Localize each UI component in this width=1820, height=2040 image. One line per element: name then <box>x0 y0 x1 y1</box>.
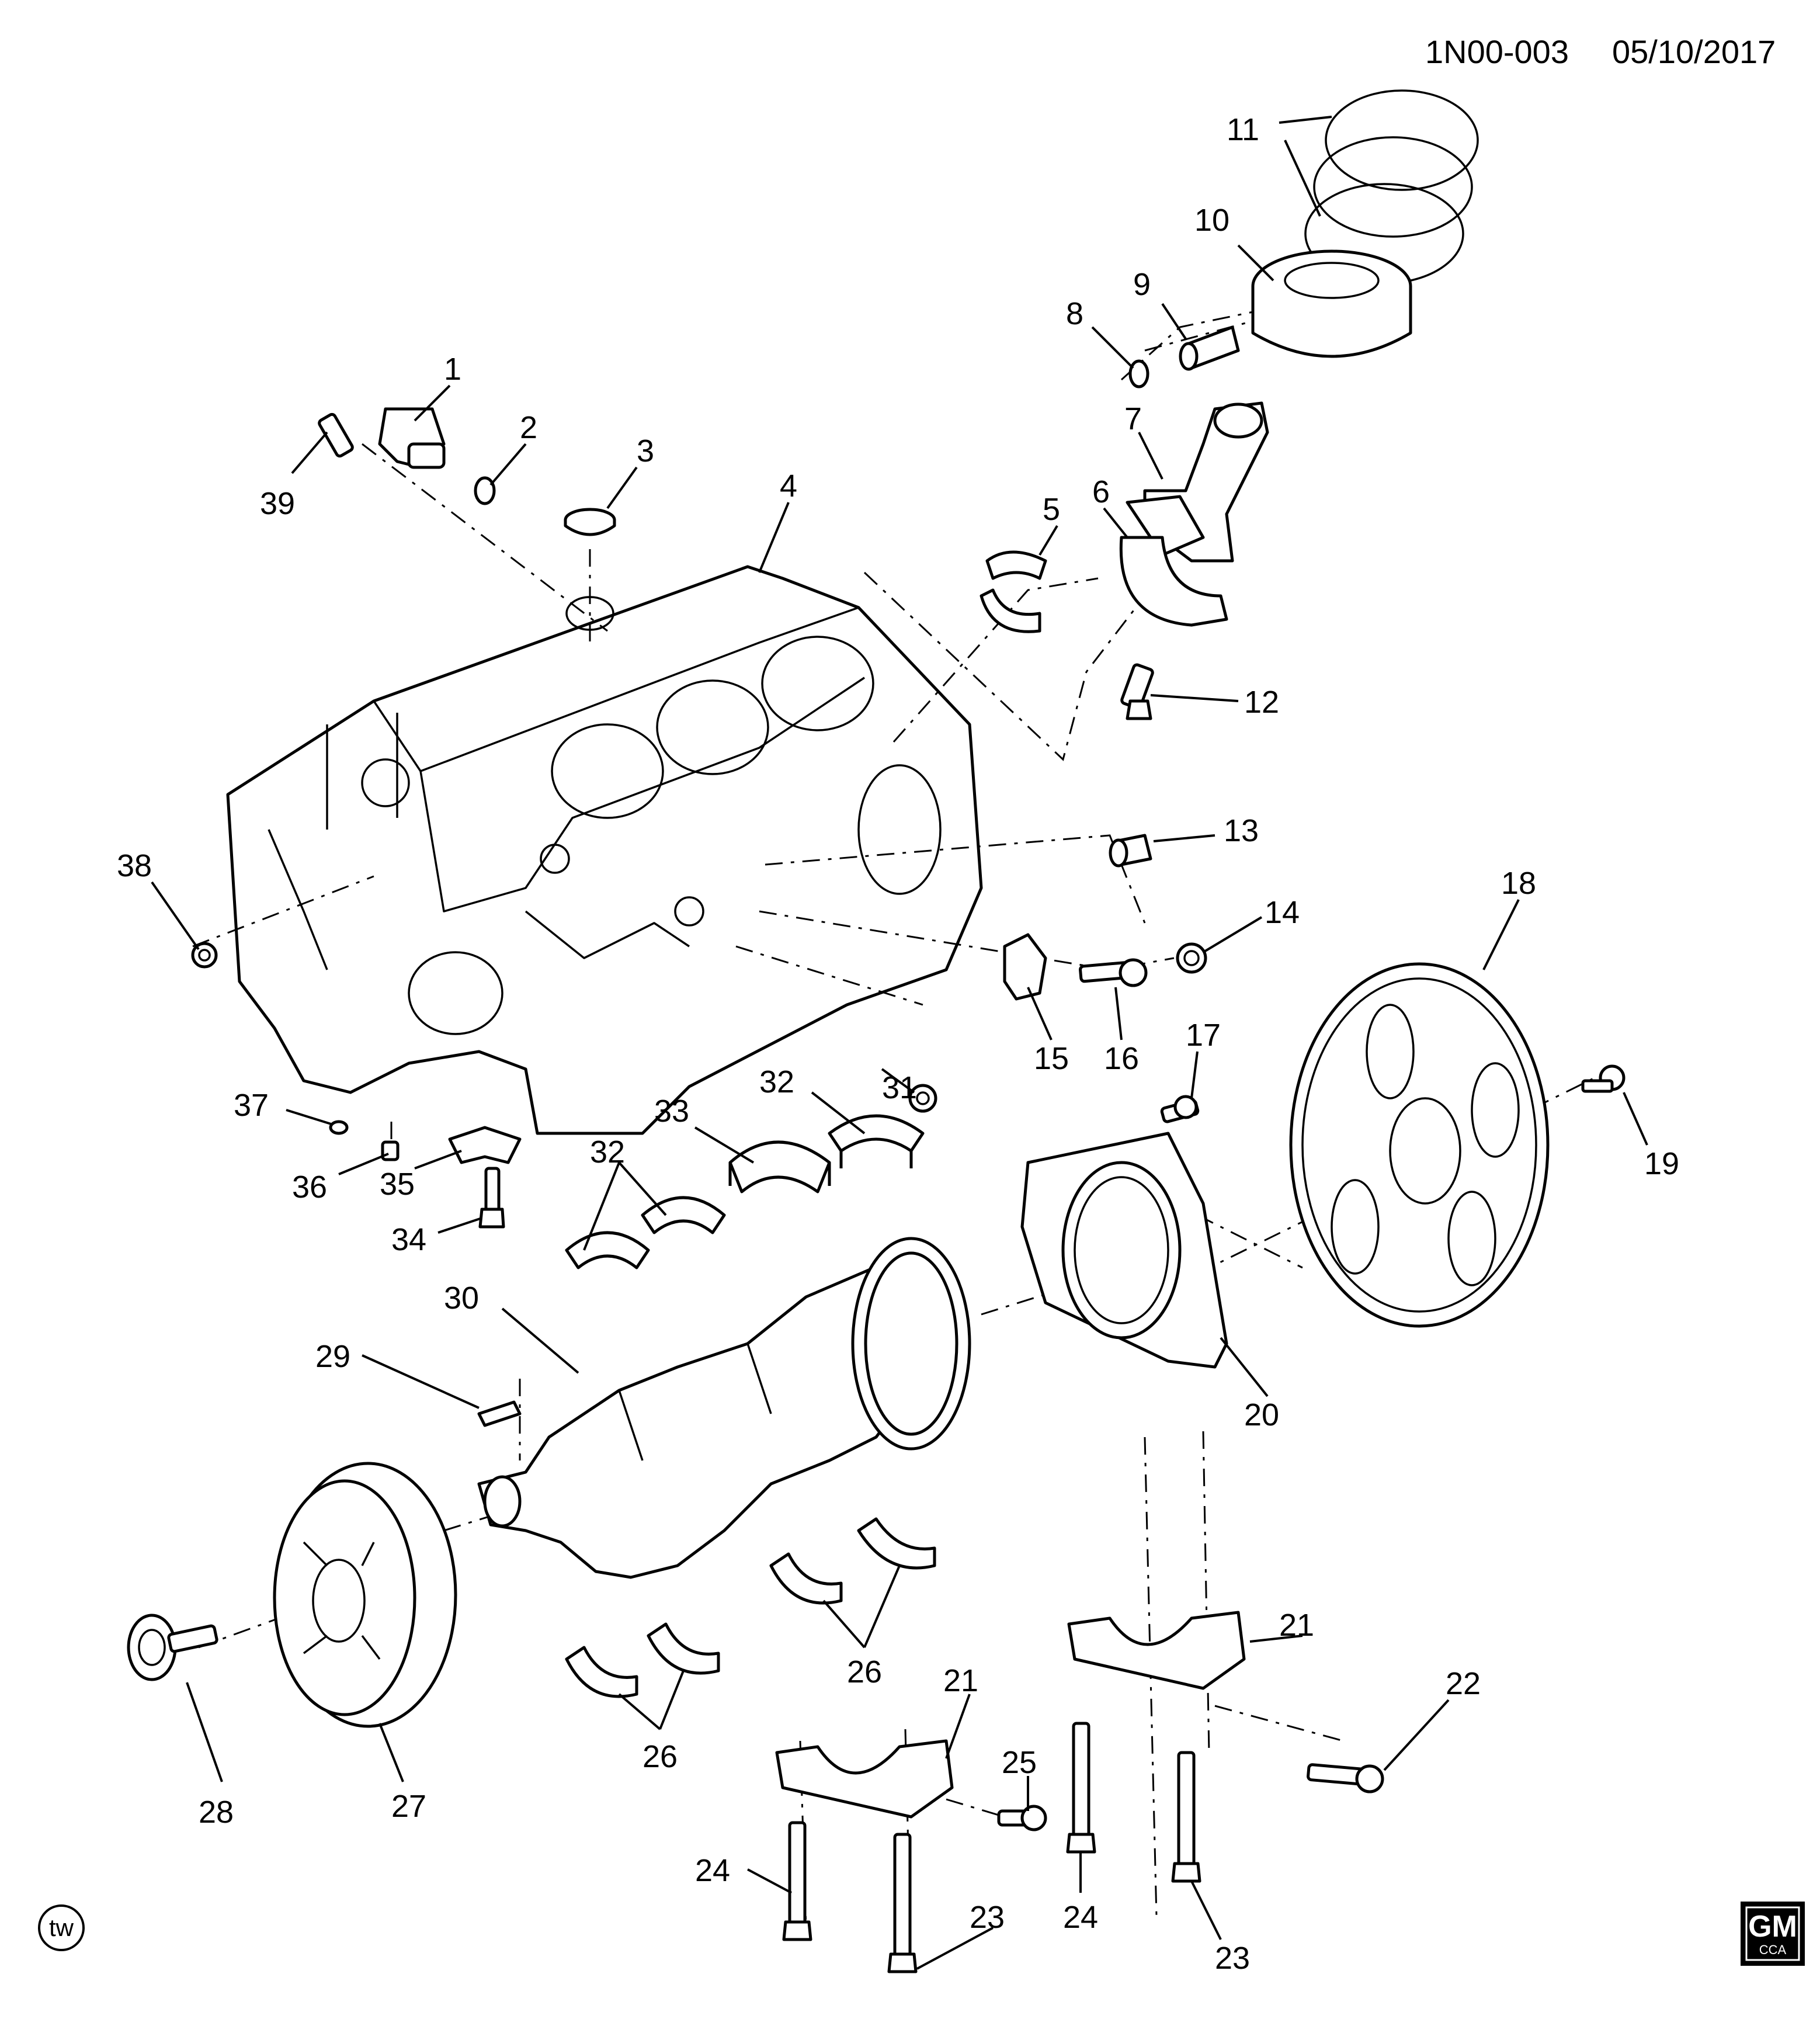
check-ball <box>329 1120 349 1135</box>
callout-11: 11 <box>1227 112 1259 147</box>
callout-34: 34 <box>391 1222 426 1257</box>
connecting-rod-cap <box>1119 536 1228 627</box>
block-plug <box>564 508 616 536</box>
callout-23-left: 23 <box>970 1900 1005 1935</box>
flexplate-bolt <box>1581 1064 1626 1093</box>
balancer-bolt <box>127 1614 218 1681</box>
callout-30: 30 <box>444 1281 479 1316</box>
main-bearing-lower-b <box>565 1622 720 1698</box>
drain-plug <box>1176 942 1207 974</box>
diagram-id: 1N00-003 <box>1425 33 1569 70</box>
connecting-rod <box>1126 401 1269 563</box>
callout-14: 14 <box>1265 895 1300 930</box>
callout-6: 6 <box>1092 474 1110 509</box>
callout-8: 8 <box>1066 296 1083 331</box>
rod-bolt <box>1120 663 1154 720</box>
callout-10: 10 <box>1194 203 1229 238</box>
flexplate <box>1289 962 1550 1328</box>
callout-23-right: 23 <box>1215 1941 1250 1976</box>
callout-21-right: 21 <box>1279 1608 1314 1643</box>
leader-lines <box>151 116 1648 1970</box>
jet-bolt <box>478 1167 505 1229</box>
gm-logo-subtext: CCA <box>1759 1942 1787 1957</box>
cap-bolt-b <box>887 1833 918 1973</box>
callout-31: 31 <box>882 1070 917 1105</box>
callout-3: 3 <box>637 433 654 469</box>
callout-24-left: 24 <box>695 1853 730 1888</box>
seal-housing-bolt <box>1160 1095 1200 1123</box>
callout-29: 29 <box>315 1339 350 1374</box>
callout-15: 15 <box>1034 1041 1069 1076</box>
callout-36: 36 <box>292 1170 327 1205</box>
callout-37: 37 <box>234 1088 269 1123</box>
callout-18: 18 <box>1501 866 1536 901</box>
callout-2: 2 <box>520 410 537 445</box>
connecting-rod-bearing <box>980 550 1047 633</box>
callout-4: 4 <box>780 469 797 504</box>
callout-35: 35 <box>380 1167 415 1202</box>
crankshaft <box>477 1237 971 1579</box>
main-bearing-cap-b <box>1067 1611 1246 1690</box>
block-side-plug <box>908 1084 937 1113</box>
callout-5: 5 <box>1043 492 1060 527</box>
callout-28: 28 <box>199 1795 234 1830</box>
callout-16: 16 <box>1104 1041 1139 1076</box>
piston-pin <box>1179 325 1240 371</box>
side-bolt-short <box>997 1805 1047 1831</box>
gm-logo: GM CCA <box>1741 1902 1805 1966</box>
callout-1: 1 <box>444 352 461 387</box>
callout-26-right: 26 <box>847 1654 882 1689</box>
callout-33: 33 <box>654 1094 689 1129</box>
callout-12: 12 <box>1244 685 1279 720</box>
callout-labels: 1 2 3 4 5 6 7 8 9 10 11 12 13 14 15 16 1… <box>117 112 1679 1976</box>
side-bolt <box>1307 1763 1384 1793</box>
callout-26-left: 26 <box>642 1739 678 1774</box>
callout-21-left: 21 <box>943 1663 978 1698</box>
callout-32-upper: 32 <box>759 1064 794 1099</box>
cap-plug <box>1109 834 1152 868</box>
oil-pressure-sensor <box>378 407 446 469</box>
callout-25: 25 <box>1002 1745 1037 1780</box>
callout-17: 17 <box>1186 1018 1221 1053</box>
main-bearing-cap-a <box>775 1739 954 1819</box>
crankshaft-balancer <box>273 1462 457 1728</box>
callout-38: 38 <box>117 848 152 883</box>
o-ring-seal <box>474 476 496 505</box>
callout-7: 7 <box>1124 401 1142 436</box>
callout-24-right: 24 <box>1063 1900 1098 1935</box>
callout-20: 20 <box>1244 1397 1279 1432</box>
tw-badge: tw <box>38 1904 85 1951</box>
pin-retainer <box>1128 359 1149 388</box>
dowel-pin <box>381 1140 400 1161</box>
main-bearing-upper <box>828 1114 925 1168</box>
sensor-bolt <box>318 412 354 458</box>
diagram-date: 05/10/2017 <box>1612 33 1776 70</box>
callout-13: 13 <box>1224 813 1259 848</box>
piston <box>1251 249 1412 358</box>
tw-badge-text: tw <box>49 1914 74 1941</box>
cap-bolt-d <box>1171 1751 1201 1883</box>
callout-32-lower: 32 <box>590 1135 625 1170</box>
gm-logo-text: GM <box>1748 1910 1797 1944</box>
crankshaft-key <box>477 1400 522 1427</box>
callout-27: 27 <box>391 1789 426 1824</box>
main-bearing-lower-a <box>769 1517 936 1605</box>
thrust-bearing <box>728 1140 831 1194</box>
callout-39: 39 <box>260 486 295 521</box>
rear-seal-housing <box>1020 1132 1228 1369</box>
cap-bolt-a <box>782 1821 812 1941</box>
engine-block <box>226 565 983 1135</box>
callout-9: 9 <box>1133 267 1151 302</box>
oil-jet-clip <box>1003 933 1047 1001</box>
oil-jet-bolt <box>1079 958 1148 987</box>
piston-cooling-jet <box>448 1126 522 1164</box>
cap-bolt-c <box>1066 1722 1096 1854</box>
callout-19: 19 <box>1644 1146 1679 1181</box>
callout-22: 22 <box>1446 1666 1481 1701</box>
